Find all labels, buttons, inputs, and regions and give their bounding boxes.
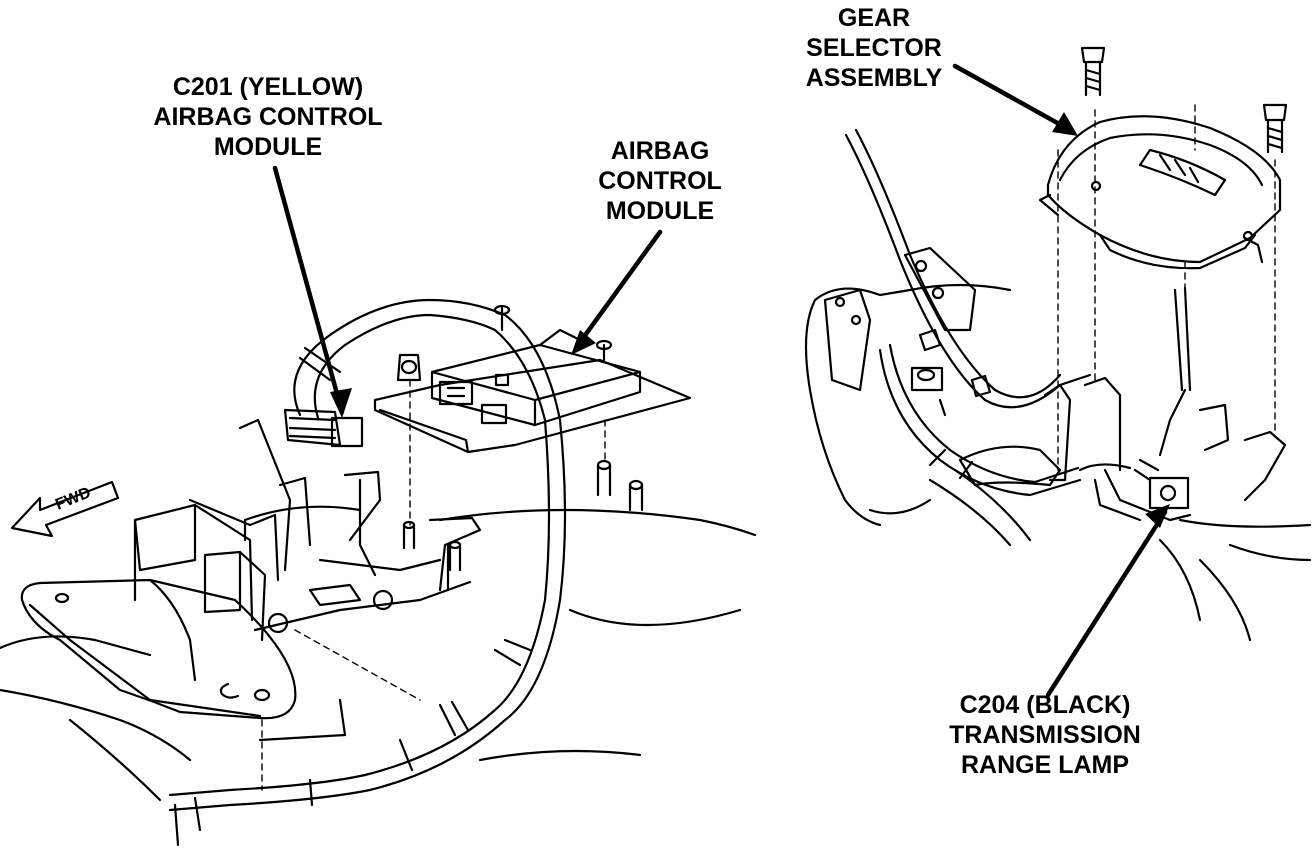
callout-gear-selector: GEAR SELECTOR ASSEMBLY bbox=[806, 3, 943, 93]
callout-c201-line2: AIRBAG CONTROL bbox=[153, 103, 383, 131]
callout-gear-line3: ASSEMBLY bbox=[805, 64, 943, 92]
pointer-arrows bbox=[272, 63, 1168, 698]
leader-lines-right bbox=[1057, 104, 1276, 471]
callout-c204-line1: C204 (BLACK) bbox=[959, 691, 1131, 719]
leader-lines-left bbox=[261, 379, 606, 791]
callout-c201-line3: MODULE bbox=[213, 133, 323, 161]
airbag-control-module-drawing bbox=[373, 304, 692, 454]
callout-c201-line1: C201 (YELLOW) bbox=[172, 73, 364, 101]
callout-airbag-control-module: AIRBAG CONTROL MODULE bbox=[598, 136, 722, 226]
callout-acm-line2: CONTROL bbox=[598, 167, 722, 195]
callout-c204: C204 (BLACK) TRANSMISSION RANGE LAMP bbox=[949, 690, 1141, 780]
arrowheads bbox=[330, 112, 1170, 528]
callout-gear-line2: SELECTOR bbox=[806, 34, 942, 62]
console-bracket bbox=[20, 418, 644, 742]
callout-c201: C201 (YELLOW) AIRBAG CONTROL MODULE bbox=[153, 72, 382, 162]
wiring-harness-right bbox=[844, 128, 1132, 497]
callout-acm-line1: AIRBAG bbox=[610, 137, 710, 165]
callout-c204-line3: RANGE LAMP bbox=[960, 751, 1130, 779]
fwd-arrow-icon: FWD bbox=[10, 480, 120, 538]
callout-c204-line2: TRANSMISSION bbox=[949, 721, 1141, 749]
gear-selector-drawing bbox=[1038, 46, 1288, 457]
callout-acm-line3: MODULE bbox=[605, 197, 715, 225]
left-floor-pan bbox=[0, 505, 757, 802]
wiring-harness-left bbox=[168, 298, 567, 847]
callout-gear-line1: GEAR bbox=[837, 4, 911, 32]
right-bracket-and-mount bbox=[823, 246, 1287, 522]
